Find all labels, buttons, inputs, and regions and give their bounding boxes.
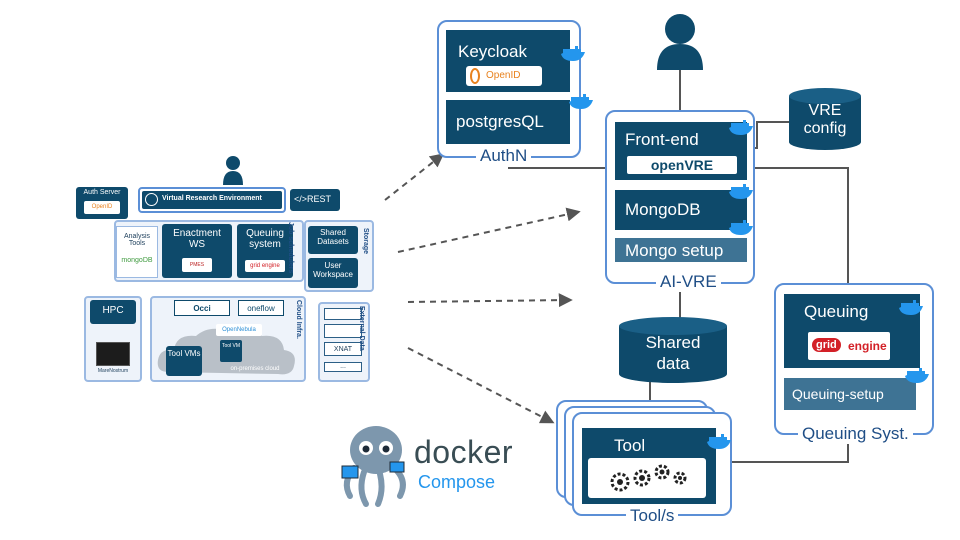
tools-title: Tool/s xyxy=(626,506,679,526)
globe-icon xyxy=(145,193,158,206)
xnat-logo: XNAT xyxy=(324,342,362,356)
external-data-more: ... xyxy=(324,362,362,372)
frontend-box: Front-end openVRE xyxy=(615,122,747,180)
enactment-ws-box: Enactment WS PMES xyxy=(162,224,232,278)
external-data-logo-1 xyxy=(324,308,362,320)
external-data-label: External Data xyxy=(358,306,365,351)
left-architecture: Auth Server OpenID Virtual Research Envi… xyxy=(70,150,390,390)
vre-title-bar: Virtual Research Environment xyxy=(138,187,286,213)
docker-compose-logo: docker Compose xyxy=(336,420,536,512)
user-icon xyxy=(655,12,705,70)
user-workspace-box: User Workspace xyxy=(308,258,358,288)
queuing-system-box-small: Queuing system grid engine xyxy=(237,224,293,278)
queuing-box: Queuing grid engine xyxy=(784,294,920,368)
docker-whale-icon-queuing-setup xyxy=(904,366,930,384)
vre-config-cylinder: VRE config xyxy=(788,86,862,150)
shared-datasets-box: Shared Datasets xyxy=(308,226,358,254)
tool-box: Tool xyxy=(582,428,716,504)
cloud-infra-label: Cloud Infra. xyxy=(295,300,302,339)
occi-logo: Occi xyxy=(174,300,230,316)
openvre-logo: openVRE xyxy=(627,156,737,174)
docker-whale-icon-postgres xyxy=(568,92,594,110)
docker-whale-icon-tool xyxy=(706,432,732,450)
grid-engine-logo: grid engine xyxy=(808,332,890,360)
pmes-logo: PMES xyxy=(182,258,212,272)
marenostrum-image xyxy=(96,342,130,366)
openid-logo: OpenID xyxy=(466,66,542,86)
tool-vms-box: Tool VMs xyxy=(166,346,202,376)
docker-wordmark: docker xyxy=(414,434,514,470)
tool-vm-box-small: Tool VM xyxy=(220,340,242,362)
docker-whale-icon-frontend xyxy=(728,118,754,136)
grid-engine-logo-small: grid engine xyxy=(245,260,285,272)
shared-data-cylinder: Shared data xyxy=(618,316,728,384)
openid-logo-small: OpenID xyxy=(84,201,120,214)
aivre-title: AI-VRE xyxy=(656,272,721,292)
auth-server-box: Auth Server OpenID xyxy=(76,187,128,219)
openid-icon xyxy=(470,68,480,84)
docker-whale-icon-mongodb xyxy=(728,182,754,200)
mongodb-logo-small: mongoDB xyxy=(121,257,153,264)
marenostrum-label: MareNostrum xyxy=(97,368,129,374)
on-premises-label: on-premises cloud xyxy=(230,366,280,372)
analysis-tools-box: Analysis Tools mongoDB xyxy=(116,226,158,278)
job-schedulers-label: Job schedulers xyxy=(287,222,294,274)
opennebula-logo: OpenNebula xyxy=(216,324,262,336)
keycloak-box: Keycloak OpenID xyxy=(446,30,570,92)
rest-box: </>REST xyxy=(290,189,340,211)
octopus-icon xyxy=(341,426,406,507)
docker-whale-icon-mongo-setup xyxy=(728,218,754,236)
oneflow-logo: oneflow xyxy=(238,300,284,316)
postgres-box: postgresQL xyxy=(446,100,570,144)
storage-label: Storage xyxy=(362,228,369,255)
external-data-logo-2 xyxy=(324,324,362,338)
queuing-title: Queuing Syst. xyxy=(798,424,913,444)
mongo-setup-box: Mongo setup xyxy=(615,238,747,262)
authn-title: AuthN xyxy=(476,146,532,166)
docker-whale-icon-keycloak xyxy=(560,44,586,62)
gears-icon xyxy=(588,458,706,498)
compose-wordmark: Compose xyxy=(418,472,496,492)
mongodb-box: MongoDB xyxy=(615,190,747,230)
queuing-setup-box: Queuing-setup xyxy=(784,378,916,410)
hpc-box: HPC xyxy=(90,300,136,324)
docker-whale-icon-queuing xyxy=(898,298,924,316)
user-icon-small xyxy=(222,155,244,185)
